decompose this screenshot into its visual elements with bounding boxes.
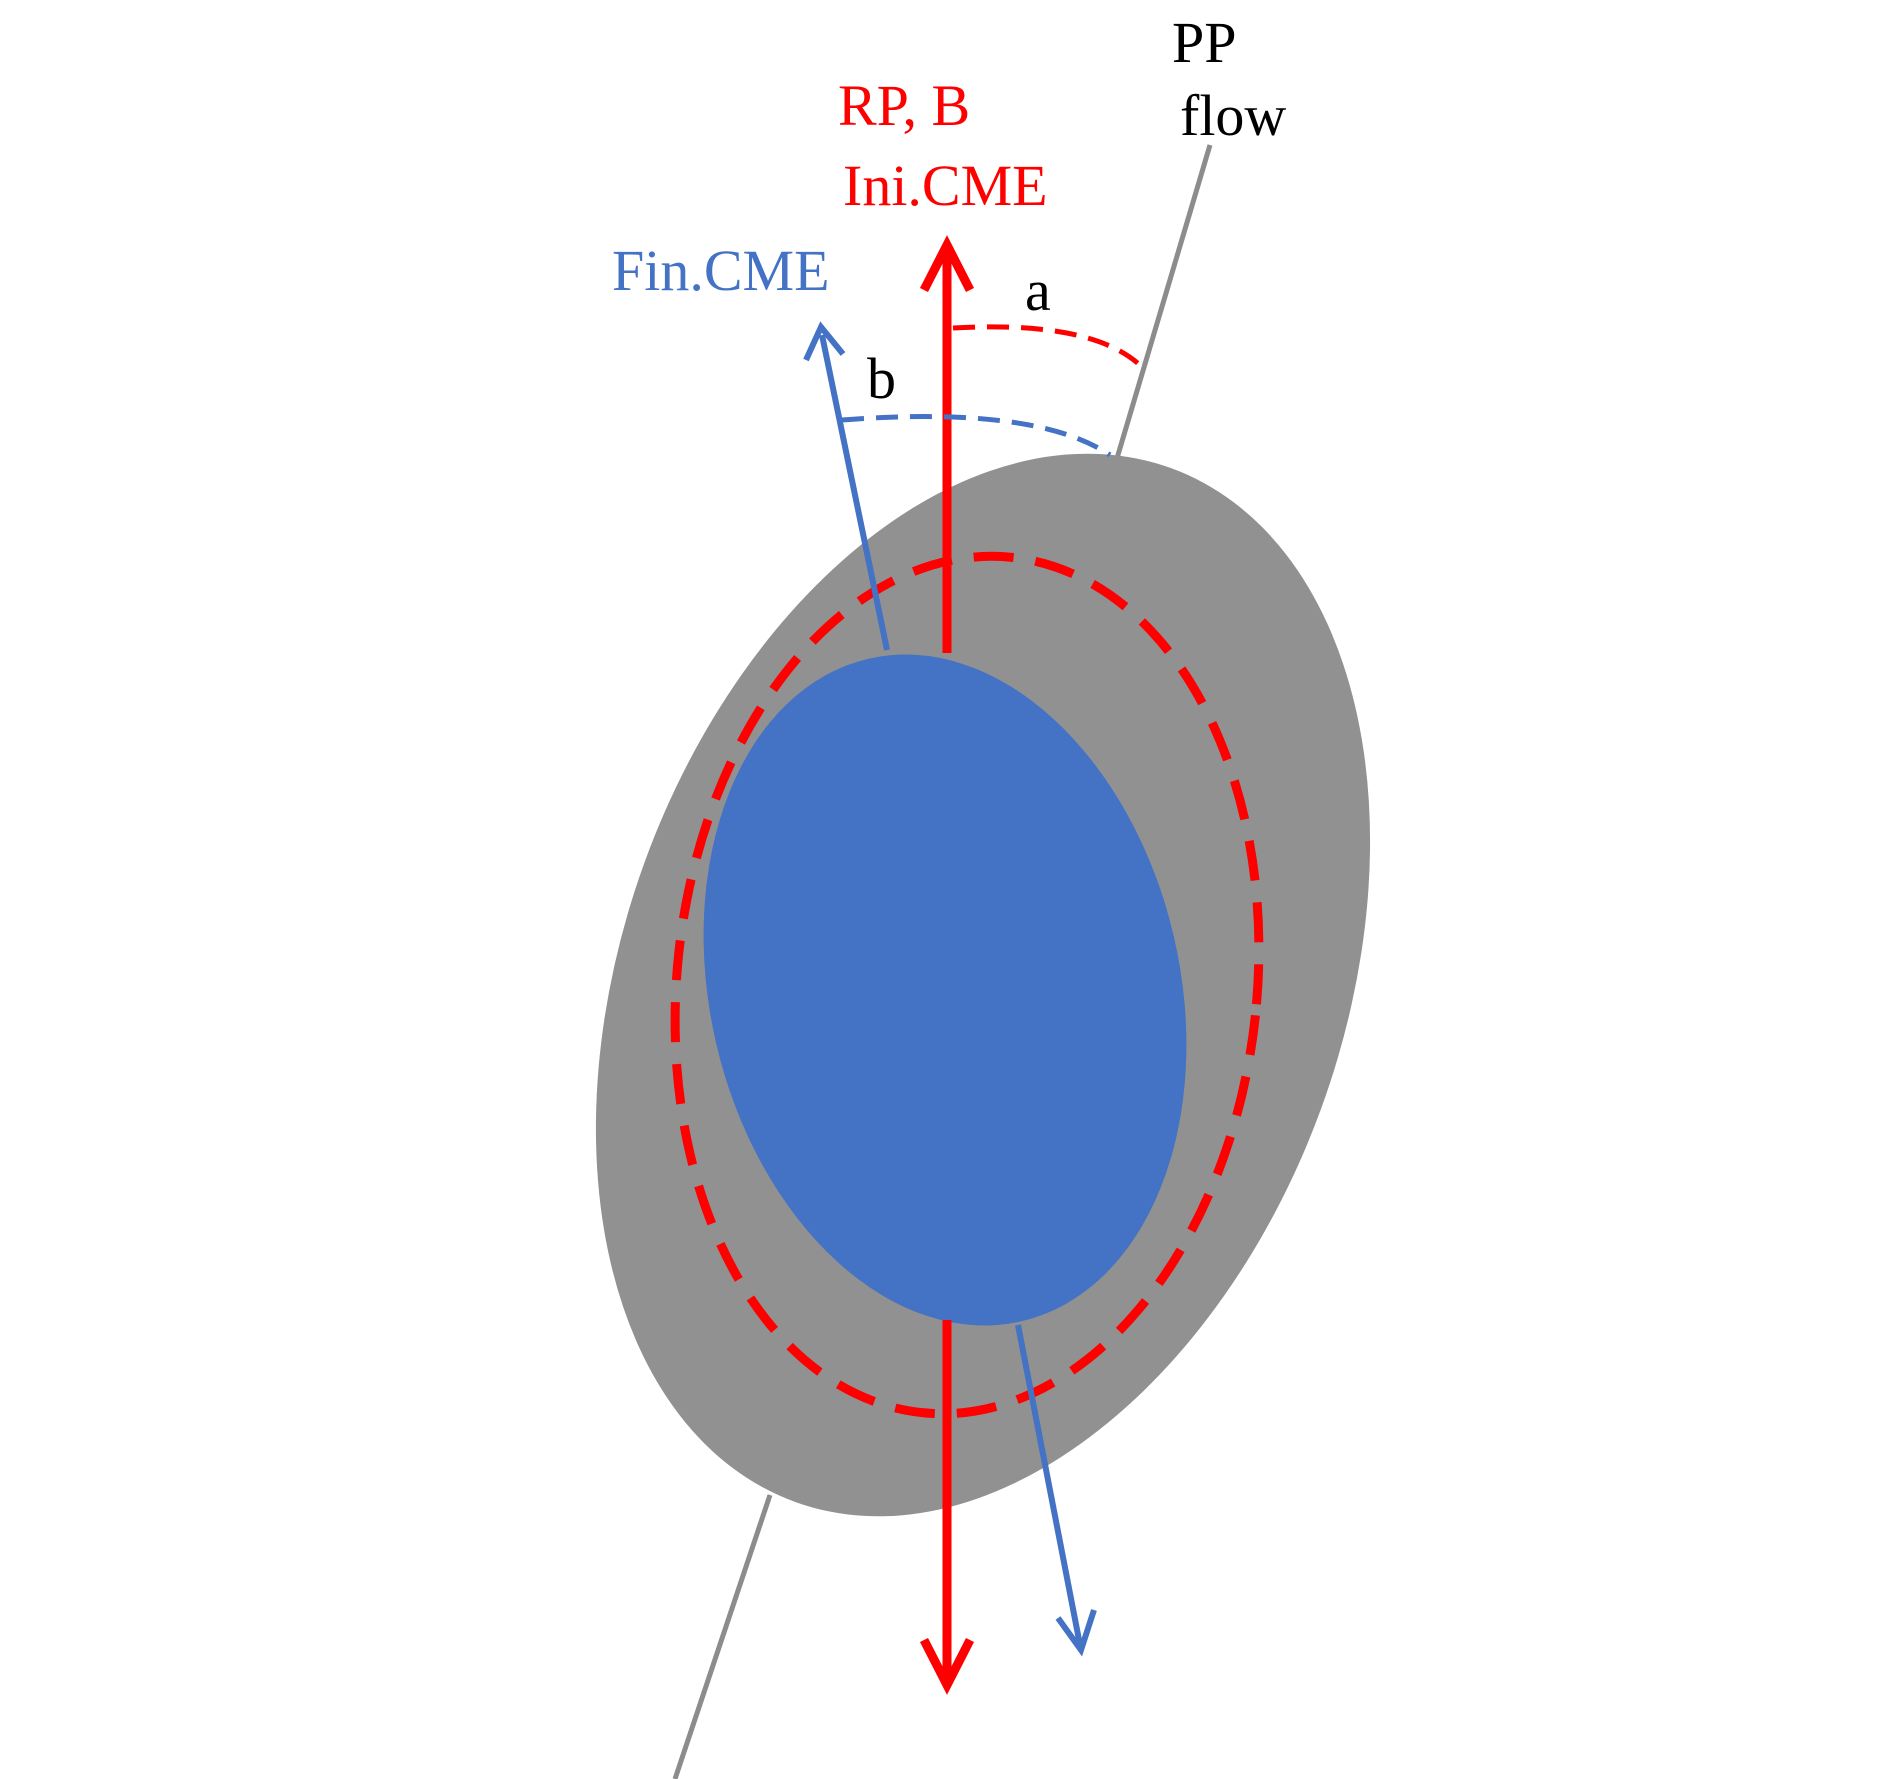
angle-b-label: b (867, 346, 896, 411)
rp-label-line2: Ini.CME (843, 153, 1048, 218)
pp-flow-line-lower (672, 1494, 773, 1779)
rp-label-line1: RP, B (838, 73, 970, 138)
blue-arrowhead-up (803, 321, 846, 362)
pp-label-line2: flow (1180, 83, 1286, 148)
initial-cme-outline (670, 551, 1264, 1419)
blue-axis-lower (1015, 1324, 1083, 1646)
red-arrowhead-down (919, 1637, 975, 1695)
angle-a-label: a (1025, 258, 1051, 323)
pp-label-line1: PP (1172, 10, 1237, 75)
fin-cme-label: Fin.CME (612, 238, 830, 303)
red-arrowhead-up (919, 235, 975, 293)
blue-axis-upper (819, 334, 890, 651)
pp-flow-line-upper (1112, 144, 1213, 466)
angle-arc-b (841, 414, 1112, 458)
blue-arrowhead-down (1055, 1609, 1097, 1657)
final-cme-body (703, 654, 1187, 1326)
angle-arc-a (952, 324, 1145, 370)
